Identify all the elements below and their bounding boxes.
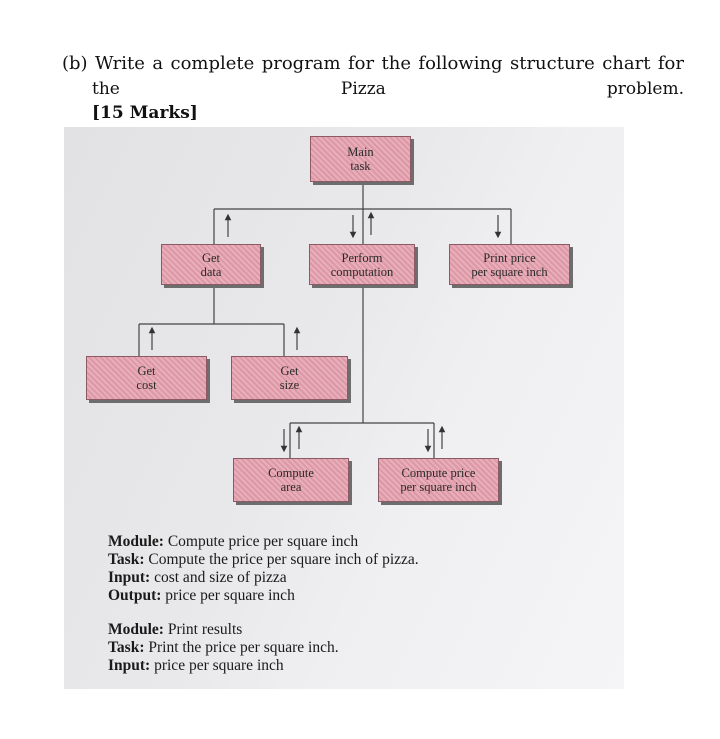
module-row: Input: cost and size of pizza [108,569,287,586]
box-get-data: Get data [161,244,261,285]
module-row: Task: Print the price per square inch. [108,639,339,656]
module-row: Task: Compute the price per square inch … [108,551,419,568]
module-row: Output: price per square inch [108,587,295,604]
question-word: the [92,79,120,99]
box-compute-area: Compute area [233,458,349,502]
question-text: (b) Write a complete program for the fol… [62,53,684,74]
question-word: problem. [606,79,684,99]
marks-label: [15 Marks] [92,103,198,123]
module-row: Module: Print results [108,621,243,638]
connector-lines [138,182,512,458]
box-get-cost: Get cost [86,356,207,400]
box-print-price: Print price per square inch [449,244,570,285]
module-row: Input: price per square inch [108,657,284,674]
box-compute-price: Compute price per square inch [378,458,499,502]
question-text-continued: the Pizza problem. [92,79,684,99]
box-get-size: Get size [231,356,348,400]
module-description: Module: Compute price per square inch Ta… [108,533,419,605]
structure-chart-photo: Main task Get data Perform computation P… [64,127,624,689]
module-description: Module: Print results Task: Print the pr… [108,621,339,675]
box-main-task: Main task [310,136,411,182]
module-row: Module: Compute price per square inch [108,533,359,550]
box-perform-computation: Perform computation [309,244,415,285]
question-word: Pizza [340,79,386,99]
